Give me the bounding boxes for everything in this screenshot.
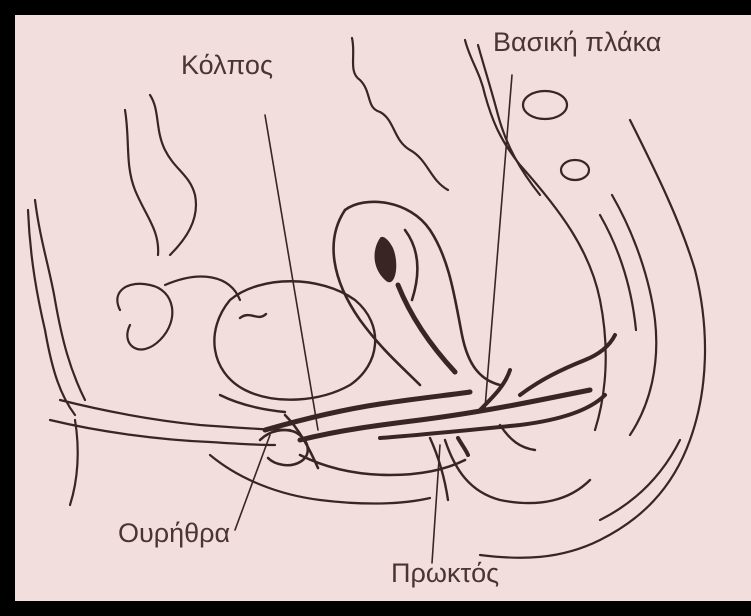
bladder (214, 281, 375, 412)
label-ourithra: Ουρήθρα (118, 520, 230, 547)
label-kolpos: Κόλπος (181, 52, 273, 79)
label-proktos: Πρωκτός (391, 560, 499, 587)
leader-line-kolpos (265, 115, 318, 430)
leader-line-ourithra (235, 435, 270, 530)
rectum (430, 425, 590, 503)
leader-line-vasiki-plaka (485, 75, 512, 408)
uterus (334, 202, 500, 385)
label-vasiki-plaka: Βασική πλάκα (493, 29, 661, 56)
pelvis-sagittal-drawing (15, 15, 751, 601)
leader-line-proktos (432, 445, 440, 563)
diagram-panel (15, 15, 751, 601)
abdominal-wall (28, 95, 290, 505)
